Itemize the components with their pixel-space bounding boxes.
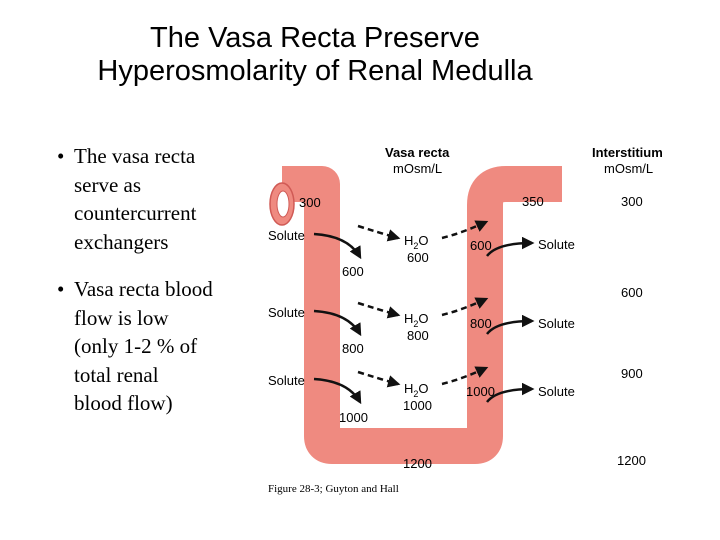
interstitium-unit: mOsm/L (604, 161, 653, 176)
bullet-marker: • (57, 277, 65, 301)
bullet-line: flow is low (74, 305, 169, 330)
descending-value: 600 (342, 264, 364, 279)
bullet-line: serve as (74, 172, 142, 197)
solute-label: Solute (268, 305, 305, 320)
svg-text:H2O: H2O (404, 381, 429, 399)
bullet-line: (only 1-2 % of (74, 334, 198, 358)
svg-text:H2O: H2O (404, 311, 429, 329)
water-value: 1000 (403, 398, 432, 413)
water-label: H2O 1000 (403, 381, 432, 413)
water-value: 800 (407, 328, 429, 343)
bottom-value: 1200 (403, 456, 432, 471)
bullet-text: Vasa recta blood flow is low (only 1-2 %… (74, 275, 213, 418)
interstitium-value: 900 (621, 366, 643, 381)
water-out-arrow (357, 301, 401, 319)
solute-label: Solute (538, 384, 575, 399)
solute-label: Solute (268, 228, 305, 243)
solute-out-arrow (486, 314, 535, 335)
interstitium-header: Interstitium (592, 145, 663, 160)
vessel-lumen (276, 190, 290, 218)
interstitium-value: 300 (621, 194, 643, 209)
water-in-arrow (441, 220, 489, 240)
ascending-value: 1000 (466, 384, 495, 399)
ascending-value: 800 (470, 316, 492, 331)
water-value: 600 (407, 250, 429, 265)
solute-in-arrow (313, 377, 362, 405)
solute-in-arrow (313, 309, 362, 337)
ascending-value: 600 (470, 238, 492, 253)
descending-value: 300 (299, 195, 321, 210)
water-out-arrow (357, 370, 401, 388)
water-label: H2O 800 (404, 311, 429, 343)
bullet-marker: • (57, 144, 65, 168)
solute-in-arrow (313, 232, 362, 260)
solute-label: Solute (538, 237, 575, 252)
bullet-list: • The vasa recta serve as countercurrent… (57, 142, 257, 437)
solute-label: Solute (538, 316, 575, 331)
bullet-line: total renal (74, 362, 159, 387)
ascending-value: 350 (522, 194, 544, 209)
vasa-recta-tube (282, 166, 562, 464)
title-line-1: The Vasa Recta Preserve (150, 22, 480, 54)
water-in-arrow (441, 297, 489, 317)
figure-caption: Figure 28-3; Guyton and Hall (268, 483, 399, 495)
water-out-arrow (357, 224, 401, 242)
bullet-item: • The vasa recta serve as countercurrent… (57, 142, 257, 256)
bullet-line: countercurrent (74, 201, 197, 225)
bullet-line: The vasa recta (74, 144, 196, 168)
bullet-line: Vasa recta blood (74, 277, 213, 301)
vasa-recta-unit: mOsm/L (393, 161, 442, 176)
solute-out-arrow (486, 382, 535, 403)
solute-out-arrow (486, 236, 535, 257)
slide-title: The Vasa Recta Preserve Hyperosmolarity … (0, 22, 630, 88)
interstitium-value: 1200 (617, 453, 646, 468)
title-line-2: Hyperosmolarity of Renal Medulla (97, 55, 533, 87)
solute-label: Solute (268, 373, 305, 388)
water-in-arrow (441, 366, 489, 386)
bullet-line: blood flow) (74, 391, 173, 415)
bullet-text: The vasa recta serve as countercurrent e… (74, 142, 196, 256)
descending-value: 1000 (339, 410, 368, 425)
vasa-recta-header: Vasa recta (385, 145, 450, 160)
interstitium-value: 600 (621, 285, 643, 300)
descending-value: 800 (342, 341, 364, 356)
bullet-item: • Vasa recta blood flow is low (only 1-2… (57, 275, 257, 418)
water-label: H2O 600 (404, 233, 429, 265)
bullet-line: exchangers (74, 229, 169, 254)
svg-text:H2O: H2O (404, 233, 429, 251)
